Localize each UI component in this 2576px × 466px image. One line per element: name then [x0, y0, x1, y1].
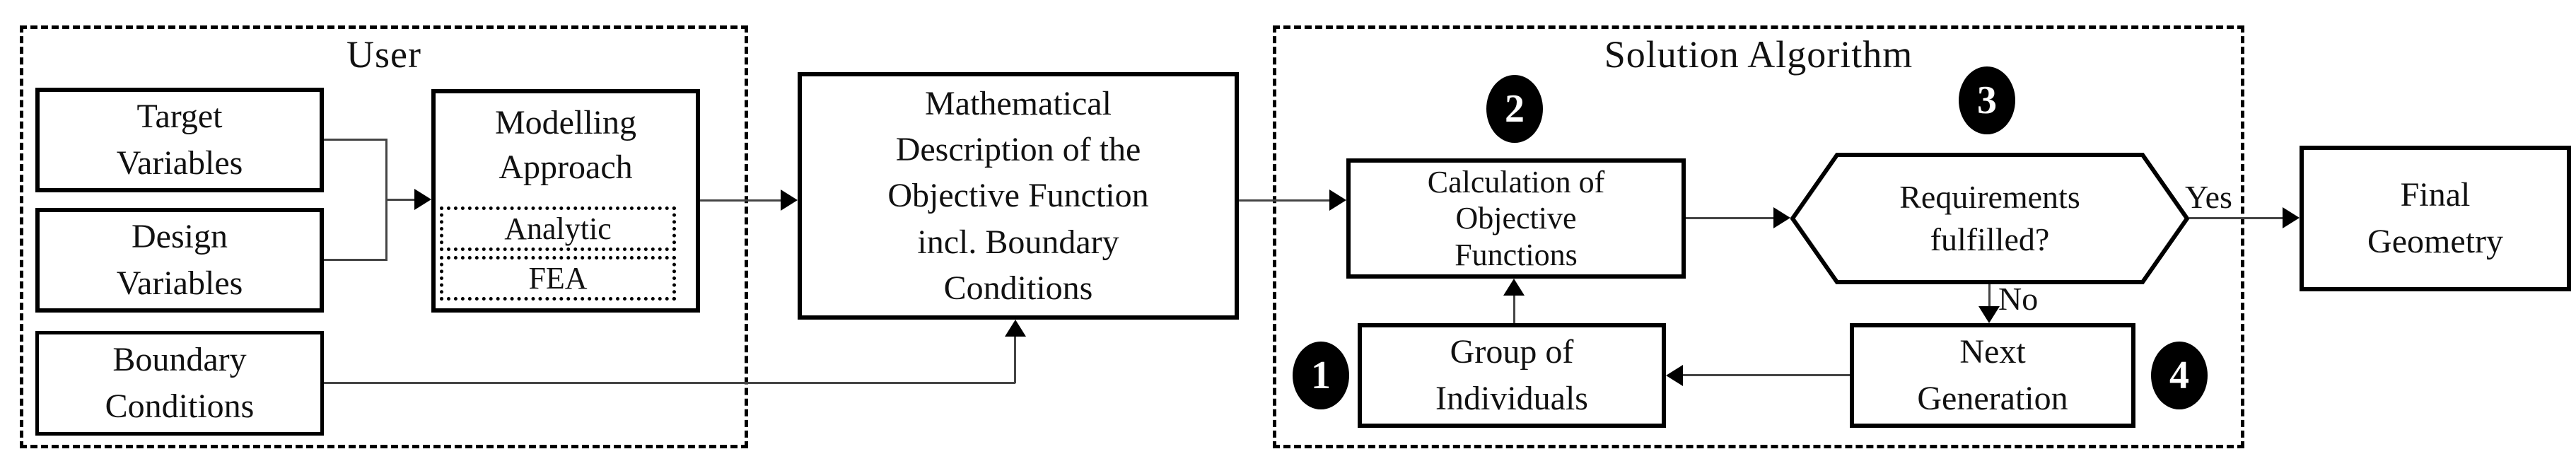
design-variables-label: Design	[132, 217, 228, 255]
arrow-calculation-to-requirements-line	[1686, 217, 1776, 219]
arrow-calculation-to-requirements-head	[1773, 207, 1790, 228]
modelling-approach-label: Modelling	[495, 104, 636, 141]
fea-option-label: FEA	[528, 261, 588, 296]
connector-design-to-junction	[324, 259, 387, 261]
target-variables-label: Target	[136, 97, 223, 135]
connector-boundary-horizontal	[324, 382, 1015, 384]
group-of-individuals-box: Group of Individuals	[1358, 323, 1666, 428]
connector-junction-vertical	[385, 139, 387, 261]
arrow-next-to-group-head	[1666, 365, 1683, 386]
arrow-boundary-into-math-head	[1005, 320, 1026, 337]
connector-boundary-vertical	[1014, 335, 1016, 383]
requirements-hexagon-shape	[1790, 153, 2190, 284]
fea-option-box: FEA	[440, 256, 676, 301]
arrow-yes-to-final-head	[2283, 207, 2300, 228]
arrow-group-to-calculation-line	[1513, 294, 1515, 323]
arrow-into-modelling-head	[414, 189, 431, 210]
arrow-no-to-next-line	[1988, 282, 1991, 308]
arrow-group-to-calculation-head	[1503, 279, 1525, 296]
user-section-title: User	[346, 33, 421, 76]
arrow-next-to-group-line	[1682, 374, 1850, 376]
final-geometry-box: Final Geometry	[2300, 146, 2571, 291]
arrow-no-to-next-head	[1978, 306, 2000, 323]
boundary-conditions-label: Boundary	[112, 340, 247, 378]
arrow-into-math-head	[781, 190, 798, 211]
design-variables-box: Design Variables	[35, 208, 324, 313]
calculation-label: Calculation of	[1427, 165, 1605, 200]
requirements-hexagon: Requirements fulfilled?	[1790, 153, 2190, 284]
step-badge-1: 1	[1293, 342, 1349, 409]
analytic-option-label: Analytic	[504, 211, 612, 246]
math-description-box: Mathematical Description of the Objectiv…	[798, 72, 1239, 320]
arrow-math-to-calculation-line	[1239, 199, 1332, 202]
analytic-option-box: Analytic	[440, 206, 676, 251]
yes-label: Yes	[2185, 179, 2232, 215]
arrow-into-math-line	[700, 199, 783, 202]
final-geometry-label: Final	[2400, 175, 2471, 214]
boundary-conditions-box: Boundary Conditions	[35, 331, 324, 436]
step-badge-4: 4	[2151, 342, 2208, 409]
user-section-frame	[20, 25, 748, 448]
next-generation-box: Next Generation	[1850, 323, 2135, 428]
no-label: No	[1998, 281, 2039, 317]
calculation-box: Calculation of Objective Functions	[1346, 158, 1686, 279]
solution-algorithm-frame	[1273, 25, 2244, 448]
step-badge-3: 3	[1959, 66, 2015, 134]
connector-target-to-junction	[324, 139, 387, 141]
step-badge-2: 2	[1486, 75, 1543, 143]
requirements-label: Requirements fulfilled?	[1899, 179, 2080, 257]
solution-algorithm-title: Solution Algorithm	[1604, 33, 1913, 76]
math-description-label: Mathematical	[925, 84, 1112, 122]
arrow-yes-to-final-line	[2189, 217, 2285, 219]
next-generation-label: Next	[1959, 332, 2026, 371]
group-of-individuals-label: Group of	[1450, 332, 1574, 371]
arrow-math-to-calculation-head	[1329, 190, 1346, 211]
target-variables-box: Target Variables	[35, 88, 324, 192]
arrow-into-modelling-line	[387, 199, 417, 201]
